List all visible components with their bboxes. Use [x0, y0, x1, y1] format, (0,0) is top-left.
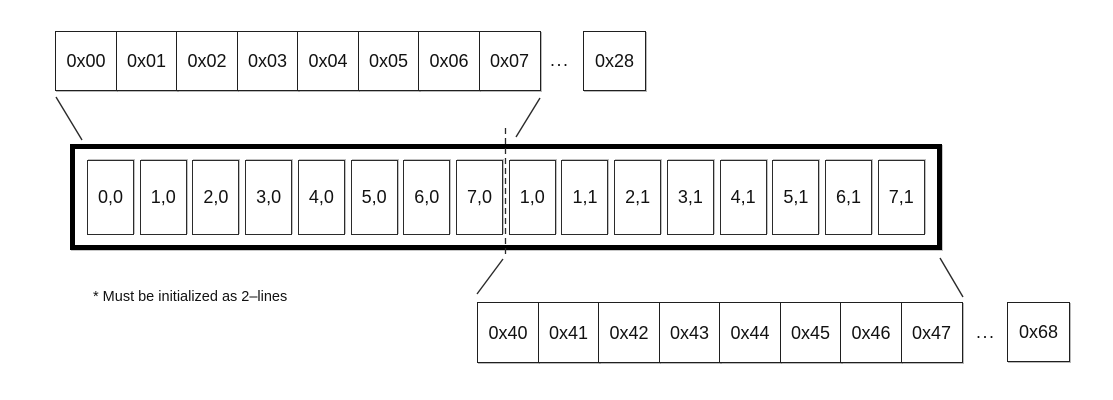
buffer-cell: 3,1	[666, 159, 714, 235]
connector-bottom-left-line	[476, 258, 504, 295]
address-cell: 0x46	[840, 302, 902, 363]
top-ellipsis: ...	[550, 50, 570, 70]
address-cell: 0x40	[477, 302, 539, 363]
address-cell: 0x42	[598, 302, 660, 363]
address-cell: 0x05	[357, 31, 420, 91]
buffer-cell: 3,0	[245, 159, 293, 235]
buffer-cell: 5,0	[350, 159, 398, 235]
address-cell: 0x03	[236, 31, 299, 91]
address-cell: 0x04	[297, 31, 359, 91]
connector-top-left-line	[55, 96, 83, 141]
footnote: * Must be initialized as 2–lines	[93, 289, 288, 305]
address-cell: 0x44	[719, 302, 781, 363]
buffer-cell: 7,0	[456, 159, 504, 235]
address-cell: 0x01	[115, 31, 178, 91]
address-cell: 0x45	[779, 302, 842, 363]
buffer-cell: 4,0	[297, 159, 345, 235]
address-cell: 0x07	[478, 31, 541, 91]
buffer-cell: 7,1	[877, 159, 925, 235]
buffer-cell: 6,0	[403, 159, 451, 235]
buffer-cell: 0,0	[87, 159, 134, 235]
buffer-cell: 4,1	[719, 159, 767, 235]
address-cell: 0x43	[658, 302, 721, 363]
connector-top-right-line	[515, 97, 541, 138]
address-cell: 0x06	[418, 31, 480, 91]
connector-bottom-right-line	[939, 257, 964, 298]
buffer-cell: 2,0	[192, 159, 240, 235]
address-cell: 0x00	[55, 31, 117, 91]
address-cell: 0x47	[900, 302, 963, 363]
buffer-cell: 1,0	[508, 159, 556, 235]
address-cell: 0x02	[176, 31, 238, 91]
buffer-cell: 1,1	[561, 159, 609, 235]
address-cell: 0x41	[537, 302, 600, 363]
top-end-address-cell: 0x28	[583, 31, 646, 91]
buffer-cell: 2,1	[614, 159, 662, 235]
buffer-cell: 1,0	[139, 159, 187, 235]
bottom-ellipsis: ...	[976, 322, 996, 342]
bottom-end-address-cell: 0x68	[1007, 302, 1070, 362]
buffer-cell: 6,1	[825, 159, 873, 235]
buffer-cell: 5,1	[772, 159, 820, 235]
